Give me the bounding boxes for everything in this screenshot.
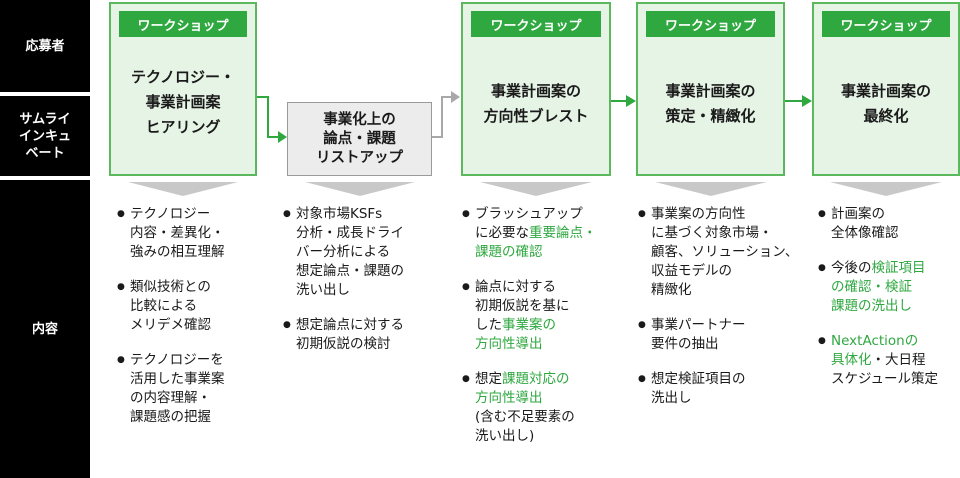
row-label-content: 内容: [0, 180, 90, 478]
bullet-item: 想定課題対応の 方向性導出 (含む不足要素の 洗い出し): [462, 370, 632, 446]
bullet-list-stage1: テクノロジー 内容・差異化・ 強みの相互理解類似技術との 比較による メリデメ確…: [117, 205, 277, 443]
bullet-item: 今後の検証項目 の確認・検証 課題の洗出し: [818, 259, 960, 316]
arrowhead-stage1-to-stage2: [278, 131, 287, 143]
bullet-item: NextActionの 具体化・大日程 スケジュール策定: [818, 332, 960, 389]
stage-title: テクノロジー・ 事業計画案 ヒアリング: [130, 68, 236, 136]
down-triangle-stage1: [128, 182, 238, 196]
bullet-item: 事業パートナー 要件の抽出: [638, 316, 816, 354]
down-triangle-stage4: [655, 182, 767, 196]
bullet-item: ブラッシュアップ に必要な重要論点・ 課題の確認: [462, 205, 632, 262]
bullet-text: 類似技術との 比較による メリデメ確認: [130, 279, 211, 333]
bullet-text: テクノロジー 内容・差異化・ 強みの相互理解: [130, 206, 225, 260]
highlight-text: 課題対応の 方向性導出: [475, 371, 570, 406]
bullet-text: ブラッシュアップ に必要な: [475, 206, 583, 241]
arrow-stage2-to-stage3: [432, 96, 451, 138]
stage-title: 事業計画案の 最終化: [840, 82, 931, 125]
bullet-list-stage2: 対象市場KSFs 分析・成長ドライ バー分析による 想定論点・課題の 洗い出し想…: [283, 205, 458, 370]
stage-title: 事業計画案の 方向性ブレスト: [483, 82, 589, 125]
workshop-tag: ワークショップ: [119, 11, 247, 37]
bullet-text: テクノロジーを 活用した事業案 の内容理解・ 課題感の把握: [130, 352, 225, 425]
bullet-item: 対象市場KSFs 分析・成長ドライ バー分析による 想定論点・課題の 洗い出し: [283, 205, 458, 300]
bullet-list-stage5: 計画案の 全体像確認今後の検証項目 の確認・検証 課題の洗出し NextActio…: [818, 205, 960, 405]
workshop-tag: ワークショップ: [822, 11, 950, 37]
arrowhead-stage2-to-stage3: [451, 91, 460, 103]
bullet-text: 想定検証項目の 洗出し: [651, 371, 746, 406]
arrowhead-stage4-to-stage5: [802, 95, 812, 107]
stage-title: 事業計画案の 策定・精緻化: [665, 82, 756, 125]
stage-issue-listup: 事業化上の 論点・課題 リストアップ: [287, 102, 432, 176]
bullet-item: 計画案の 全体像確認: [818, 205, 960, 243]
bullet-list-stage4: 事業案の方向性 に基づく対象市場・ 顧客、ソリューション、 収益モデルの 精緻化…: [638, 205, 816, 424]
arrow-stage1-to-stage2: [256, 96, 278, 138]
highlight-text: 事業案の 方向性導出: [475, 317, 556, 352]
bullet-item: 想定論点に対する 初期仮説の検討: [283, 316, 458, 354]
bullet-text: 事業案の方向性 に基づく対象市場・ 顧客、ソリューション、 収益モデルの 精緻化: [651, 206, 799, 298]
stage-finalization: ワークショップ 事業計画案の 最終化: [812, 2, 960, 176]
highlight-text: NextActionの 具体化: [831, 333, 919, 368]
bullet-text: (含む不足要素の 洗い出し): [475, 409, 575, 444]
stage-title: 事業化上の 論点・課題 リストアップ: [316, 111, 403, 166]
highlight-text: 重要論点・ 課題の確認: [475, 225, 597, 260]
bullet-text: 想定論点に対する 初期仮説の検討: [296, 317, 404, 352]
workshop-tag: ワークショップ: [646, 11, 775, 37]
row-label-samurai-incubate: サムライ インキュ ベート: [0, 96, 90, 176]
bullet-text: ・大日程 スケジュール策定: [831, 352, 939, 387]
bullet-list-stage3: ブラッシュアップ に必要な重要論点・ 課題の確認論点に対する 初期仮説を基に し…: [462, 205, 632, 462]
stage-direction-brainstorm: ワークショップ 事業計画案の 方向性ブレスト: [461, 2, 611, 176]
highlight-text: 検証項目 の確認・検証 課題の洗出し: [831, 260, 926, 314]
bullet-text: 想定: [475, 371, 502, 387]
down-triangle-stage2: [305, 182, 415, 196]
down-triangle-stage3: [480, 182, 592, 196]
workshop-tag: ワークショップ: [471, 11, 601, 37]
bullet-text: 今後の: [831, 260, 872, 276]
bullet-item: 論点に対する 初期仮説を基に した事業案の 方向性導出: [462, 278, 632, 354]
row-label-applicant: 応募者: [0, 0, 90, 92]
bullet-text: 論点に対する 初期仮説を基に した: [475, 279, 570, 333]
bullet-item: テクノロジーを 活用した事業案 の内容理解・ 課題感の把握: [117, 351, 277, 427]
stage-formulation-refinement: ワークショップ 事業計画案の 策定・精緻化: [636, 2, 785, 176]
bullet-item: 事業案の方向性 に基づく対象市場・ 顧客、ソリューション、 収益モデルの 精緻化: [638, 205, 816, 300]
bullet-item: テクノロジー 内容・差異化・ 強みの相互理解: [117, 205, 277, 262]
bullet-text: 対象市場KSFs 分析・成長ドライ バー分析による 想定論点・課題の 洗い出し: [296, 206, 404, 298]
bullet-item: 類似技術との 比較による メリデメ確認: [117, 278, 277, 335]
arrowhead-stage3-to-stage4: [626, 95, 636, 107]
down-triangle-stage5: [830, 182, 942, 196]
stage-technology-hearing: ワークショップ テクノロジー・ 事業計画案 ヒアリング: [109, 2, 257, 176]
bullet-text: 計画案の 全体像確認: [831, 206, 899, 241]
bullet-item: 想定検証項目の 洗出し: [638, 370, 816, 408]
bullet-text: 事業パートナー 要件の抽出: [651, 317, 746, 352]
